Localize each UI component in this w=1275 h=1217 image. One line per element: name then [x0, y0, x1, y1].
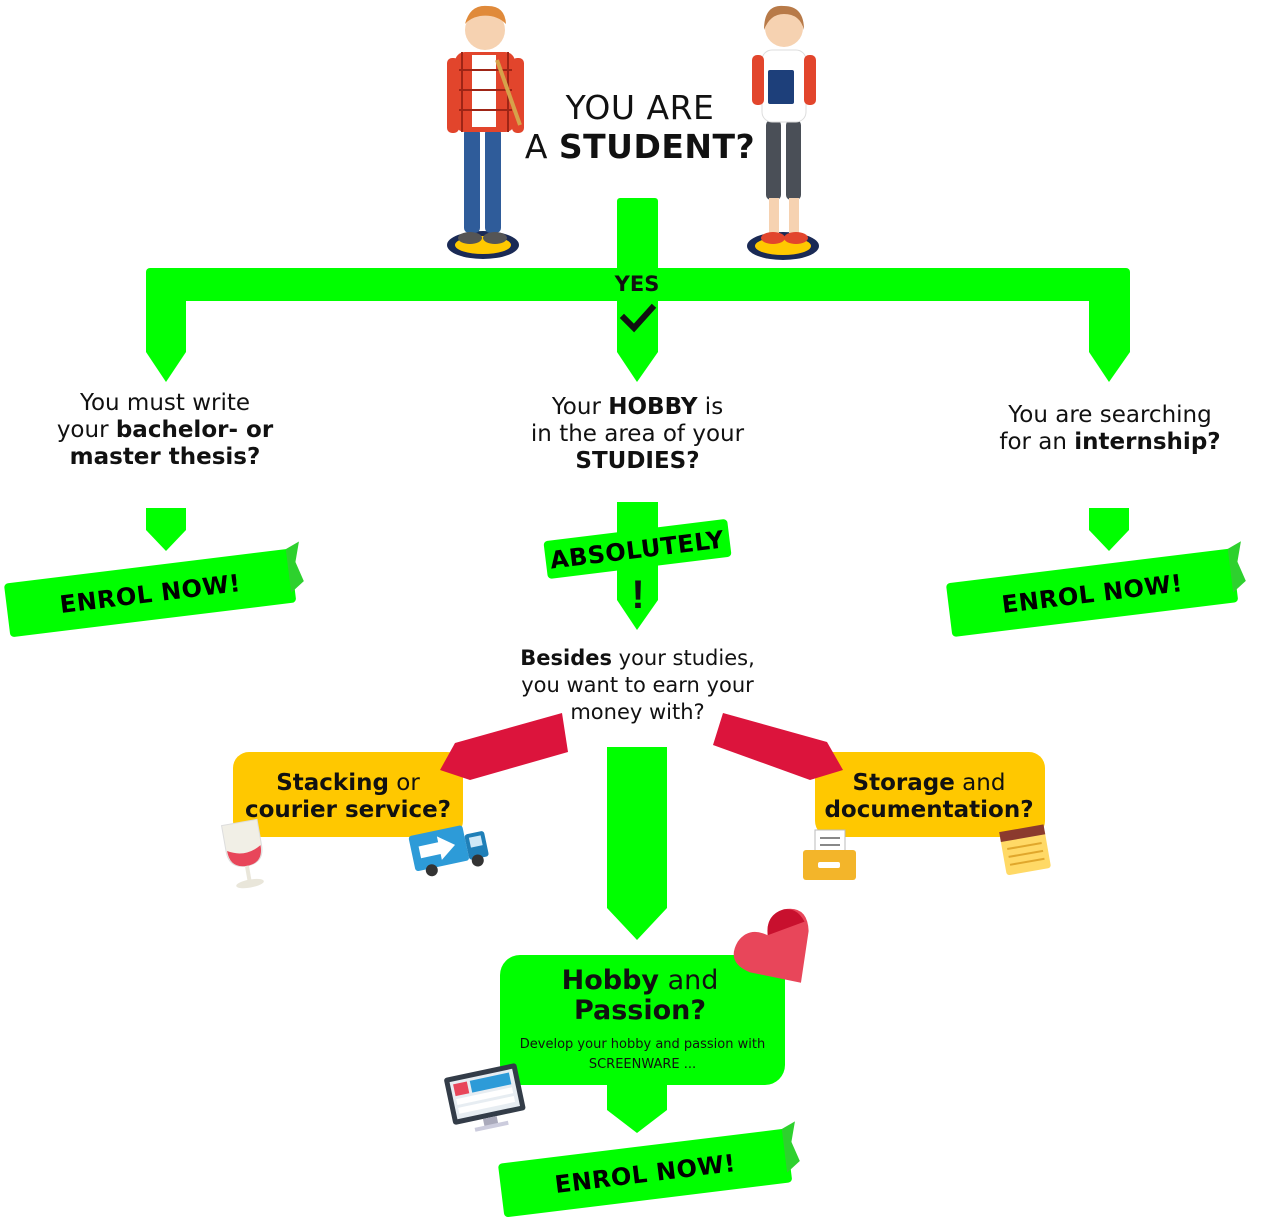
student-boy-icon: [447, 5, 524, 259]
option-storage-documentation: Storage and documentation?: [824, 770, 1034, 823]
question-hobby: Your HOBBY is in the area of your STUDIE…: [530, 394, 745, 474]
question-internship: You are searching for an internship?: [999, 402, 1221, 455]
document-box-icon: [803, 829, 856, 880]
hobby-description: Develop your hobby and passion with SCRE…: [519, 1037, 766, 1072]
right-short-arrow: [1089, 508, 1129, 551]
checkmark-icon: [619, 303, 657, 333]
center-down-arrow: [617, 290, 658, 382]
absolutely-tag: [543, 519, 732, 579]
left-short-arrow: [146, 508, 186, 551]
right-down-arrow: [1089, 290, 1130, 382]
title-line-2: A STUDENT?: [524, 127, 756, 166]
enrol-banner-right[interactable]: [945, 541, 1248, 637]
exclamation-mark: !: [631, 573, 644, 617]
title-line-1: YOU ARE: [565, 88, 715, 127]
hobby-box: [500, 955, 785, 1085]
notepad-icon: [999, 824, 1051, 876]
main-title: YOU ARE A STUDENT?: [500, 88, 780, 166]
delivery-truck-icon: [408, 825, 489, 877]
bottom-arrow: [607, 1082, 667, 1133]
hobby-passion-title: Hobby and Passion?: [561, 965, 719, 1026]
red-arrow-right: [713, 713, 843, 780]
stem-arrow: [617, 198, 658, 278]
option-box-right: [815, 752, 1045, 837]
enrol-banner-left[interactable]: [3, 541, 306, 637]
student-girl-icon: [747, 5, 819, 260]
long-down-arrow: [607, 747, 667, 940]
question-thesis: You must write your bachelor- or master …: [56, 390, 274, 470]
option-box-left: [233, 752, 463, 837]
option-stacking-courier: Stacking or courier service?: [244, 770, 452, 823]
left-down-arrow: [146, 290, 186, 382]
wine-glass-icon: [220, 818, 264, 889]
heart-icon: [733, 908, 809, 983]
question-earn-money: Besides your studies, you want to earn y…: [520, 646, 755, 724]
red-arrow-left: [440, 713, 568, 780]
enrol-banner-bottom[interactable]: [497, 1121, 802, 1217]
computer-monitor-icon: [444, 1063, 526, 1132]
branch-bar: [146, 268, 1130, 301]
yes-label: YES: [614, 272, 660, 296]
